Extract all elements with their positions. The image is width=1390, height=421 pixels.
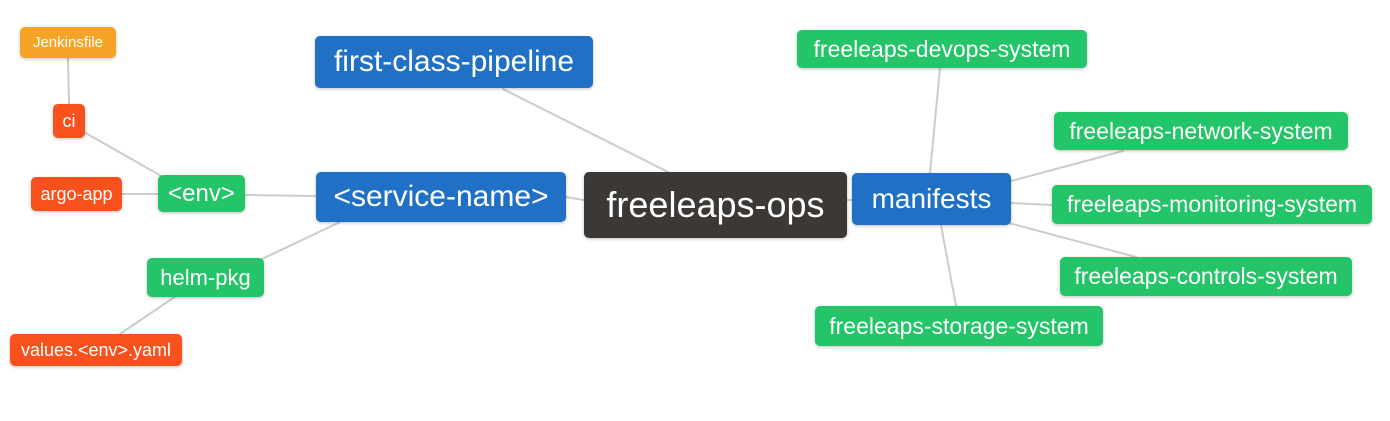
edge-manifests-freeleaps_controls_system xyxy=(1008,222,1137,258)
node-argo-app[interactable]: argo-app xyxy=(31,177,122,211)
node-freeleaps-storage-system[interactable]: freeleaps-storage-system xyxy=(815,306,1103,346)
edge-first_class_pipeline-freeleaps_ops xyxy=(502,88,669,173)
edge-service_name-helm_pkg xyxy=(261,221,341,260)
node-ci[interactable]: ci xyxy=(53,104,85,138)
edge-helm_pkg-values_env_yaml xyxy=(119,295,177,335)
node-manifests[interactable]: manifests xyxy=(852,173,1011,225)
node-freeleaps-monitoring-system[interactable]: freeleaps-monitoring-system xyxy=(1052,185,1372,224)
edge-manifests-freeleaps_network_system xyxy=(1010,150,1124,182)
edge-manifests-freeleaps_devops_system xyxy=(929,67,941,174)
edge-env-service_name xyxy=(244,194,317,197)
edge-manifests-freeleaps_monitoring_system xyxy=(1010,202,1053,206)
node-values-env-yaml[interactable]: values.<env>.yaml xyxy=(10,334,182,366)
node-env[interactable]: <env> xyxy=(158,175,245,212)
edge-manifests-freeleaps_storage_system xyxy=(940,224,957,307)
node-first-class-pipeline[interactable]: first-class-pipeline xyxy=(315,36,593,88)
node-freeleaps-controls-system[interactable]: freeleaps-controls-system xyxy=(1060,257,1352,296)
node-helm-pkg[interactable]: helm-pkg xyxy=(147,258,264,297)
edge-jenkinsfile-ci xyxy=(67,57,70,105)
node-freeleaps-devops-system[interactable]: freeleaps-devops-system xyxy=(797,30,1087,68)
node-jenkinsfile[interactable]: Jenkinsfile xyxy=(20,27,116,58)
edge-service_name-freeleaps_ops xyxy=(565,196,585,201)
node-freeleaps-network-system[interactable]: freeleaps-network-system xyxy=(1054,112,1348,150)
node-service-name[interactable]: <service-name> xyxy=(316,172,566,222)
edge-ci-env xyxy=(83,131,164,178)
node-freeleaps-ops-root[interactable]: freeleaps-ops xyxy=(584,172,847,238)
